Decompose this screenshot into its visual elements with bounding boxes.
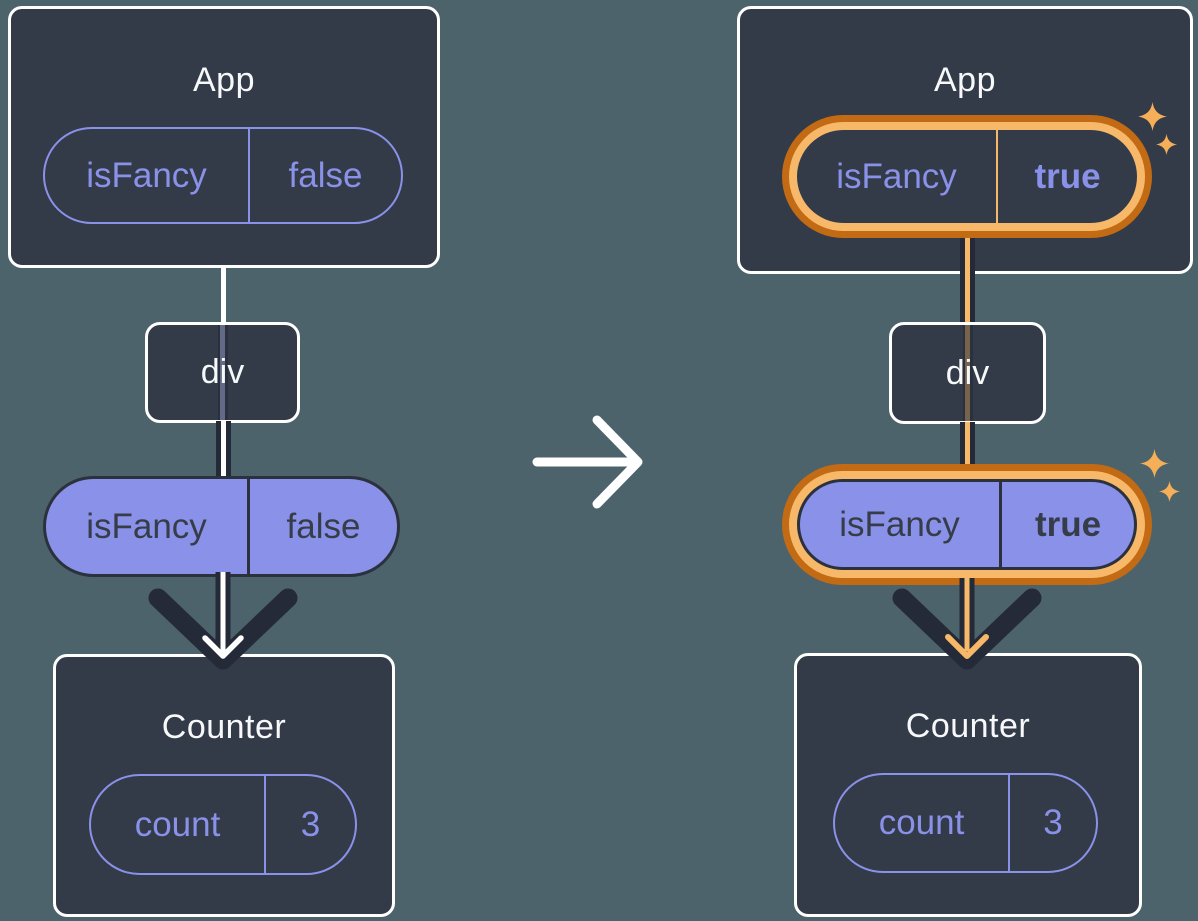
left-tree-edge-div-counter [220, 421, 226, 478]
left-counter-state-pill: count 3 [89, 774, 357, 875]
sparkle-icon [1140, 449, 1169, 478]
faded-prop-line [962, 325, 973, 421]
right-passed-prop-pill-highlighted: isFancy true [797, 479, 1137, 570]
transition-right-arrow-icon [532, 415, 643, 509]
prop-value: true [1034, 156, 1101, 196]
prop-name: isFancy [797, 130, 998, 223]
state-value: 3 [1043, 803, 1063, 842]
right-app-prop-pill-highlighted: isFancy true [797, 130, 1137, 223]
sparkle-icon [1156, 134, 1177, 155]
left-div-label: div [200, 353, 245, 391]
left-div-node: div [145, 322, 300, 423]
sparkle-icon [1138, 102, 1167, 131]
faded-prop-line [217, 325, 228, 420]
right-down-arrow-icon [892, 578, 1042, 670]
state-value: 3 [300, 804, 321, 844]
left-app-title: App [193, 61, 255, 99]
right-app-title: App [934, 61, 996, 99]
left-counter-title: Counter [161, 708, 287, 746]
prop-name: isFancy [46, 479, 250, 574]
right-div-node: div [889, 322, 1046, 424]
right-counter-title: Counter [905, 707, 1031, 745]
prop-value: true [1034, 504, 1102, 544]
prop-value: false [288, 155, 363, 195]
sparkle-icon [1159, 481, 1180, 502]
left-tree-edge-app-div [220, 266, 226, 324]
state-name: count [835, 775, 1010, 871]
faded-tree-line [220, 325, 225, 420]
right-div-label: div [945, 353, 990, 392]
right-counter-state-pill: count 3 [833, 773, 1098, 873]
left-app-prop-pill: isFancy false [43, 127, 403, 224]
prop-name: isFancy [45, 129, 250, 222]
state-name: count [91, 776, 266, 873]
prop-name: isFancy [800, 482, 1002, 567]
right-state-flow-line [964, 422, 970, 470]
left-down-arrow-icon [148, 572, 298, 670]
prop-value: false [286, 506, 361, 546]
right-state-flow-line [964, 234, 970, 324]
faded-state-flow-line [965, 325, 970, 421]
